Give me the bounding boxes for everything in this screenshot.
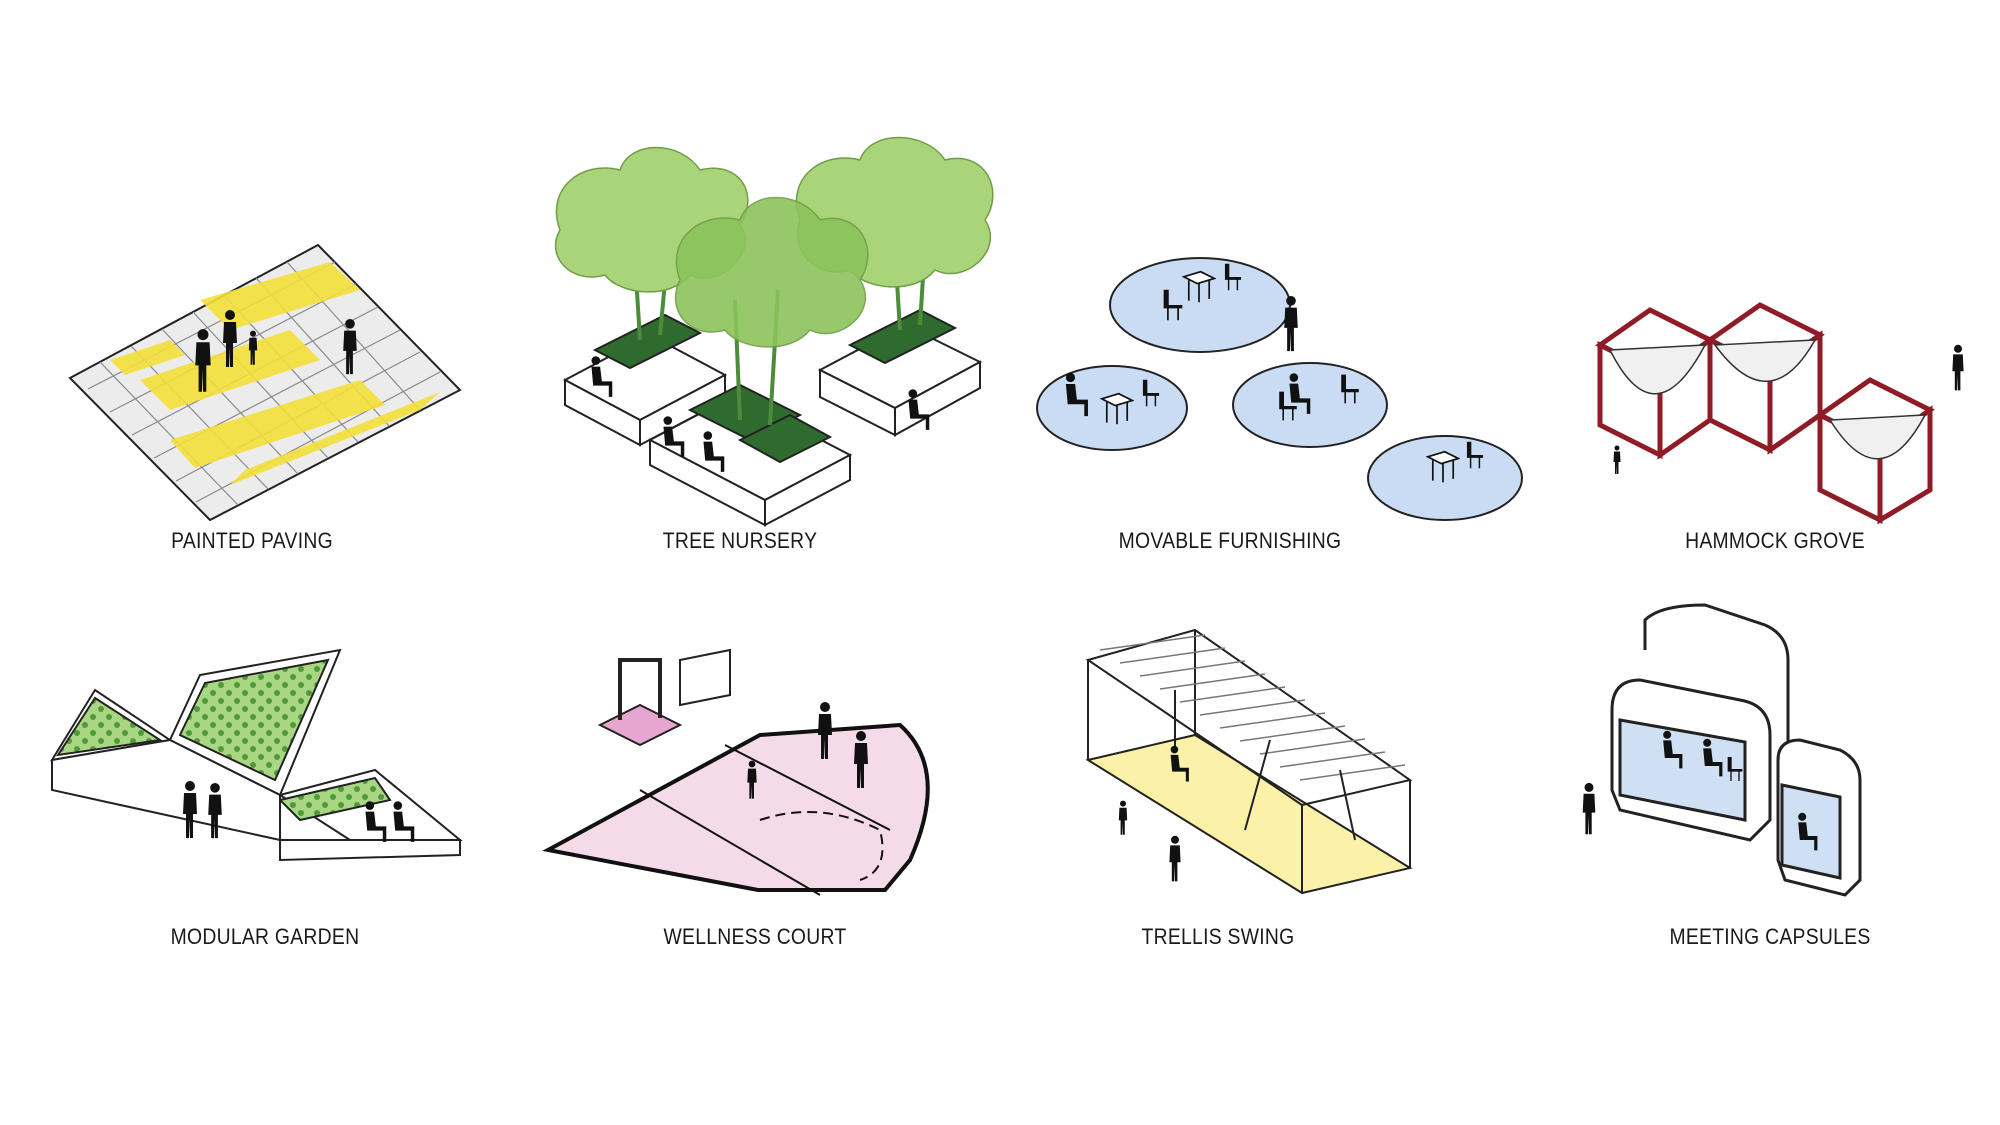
trellis-swing-illustration [1085,628,1413,895]
trellis-swing-label: TRELLIS SWING [1141,924,1295,949]
movable-furnishing-illustration [1036,257,1523,521]
tree-nursery-label: TREE NURSERY [662,528,818,553]
wellness-court-illustration [542,648,930,896]
meeting-capsules-illustration [1582,603,1862,897]
wellness-court-label: WELLNESS COURT [663,924,847,949]
modular-garden-label: MODULAR GARDEN [170,924,360,949]
painted-paving-illustration [68,243,462,522]
painted-paving-label: PAINTED PAVING [171,528,333,553]
hammock-grove-illustration [1595,302,1964,525]
modular-garden-illustration [49,648,463,862]
meeting-capsules-label: MEETING CAPSULES [1669,924,1871,949]
hammock-grove-label: HAMMOCK GROVE [1685,528,1865,553]
tree-nursery-illustration [554,136,994,527]
movable-furnishing-label: MOVABLE FURNISHING [1118,528,1342,553]
